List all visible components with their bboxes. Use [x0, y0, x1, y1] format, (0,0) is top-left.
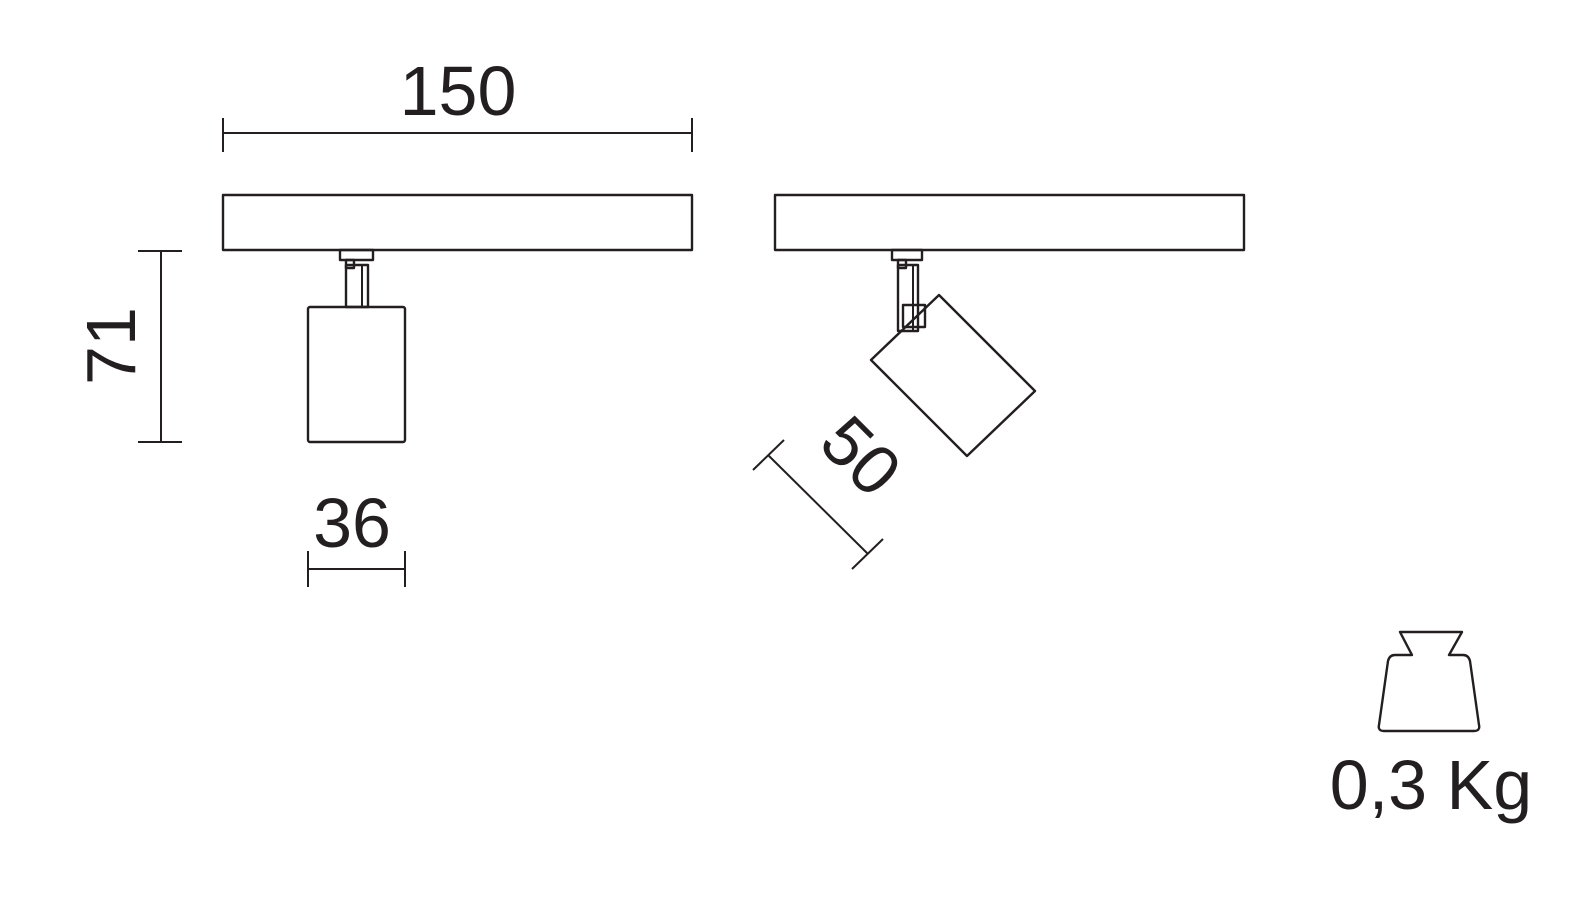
head-label: 50 [806, 401, 916, 511]
length-dimension: 150 [222, 52, 693, 152]
spot-head-tilted [869, 293, 1037, 458]
track-rail-side [773, 193, 1246, 252]
front-view [221, 193, 694, 444]
height-label: 71 [72, 307, 150, 385]
weight-block: 0,3 Kg [1330, 630, 1532, 824]
adapter-stem [338, 248, 375, 309]
height-dimension: 71 [72, 250, 182, 443]
head-dimension: 50 [752, 401, 916, 570]
weight-label: 0,3 Kg [1330, 746, 1532, 824]
track-rail [221, 193, 694, 252]
spot-head [306, 305, 407, 444]
side-view [773, 193, 1246, 458]
width-dimension: 36 [307, 484, 406, 587]
adapter-stem-side [890, 248, 927, 333]
weight-icon [1377, 630, 1481, 733]
length-label: 150 [400, 52, 517, 130]
width-label: 36 [313, 484, 391, 562]
